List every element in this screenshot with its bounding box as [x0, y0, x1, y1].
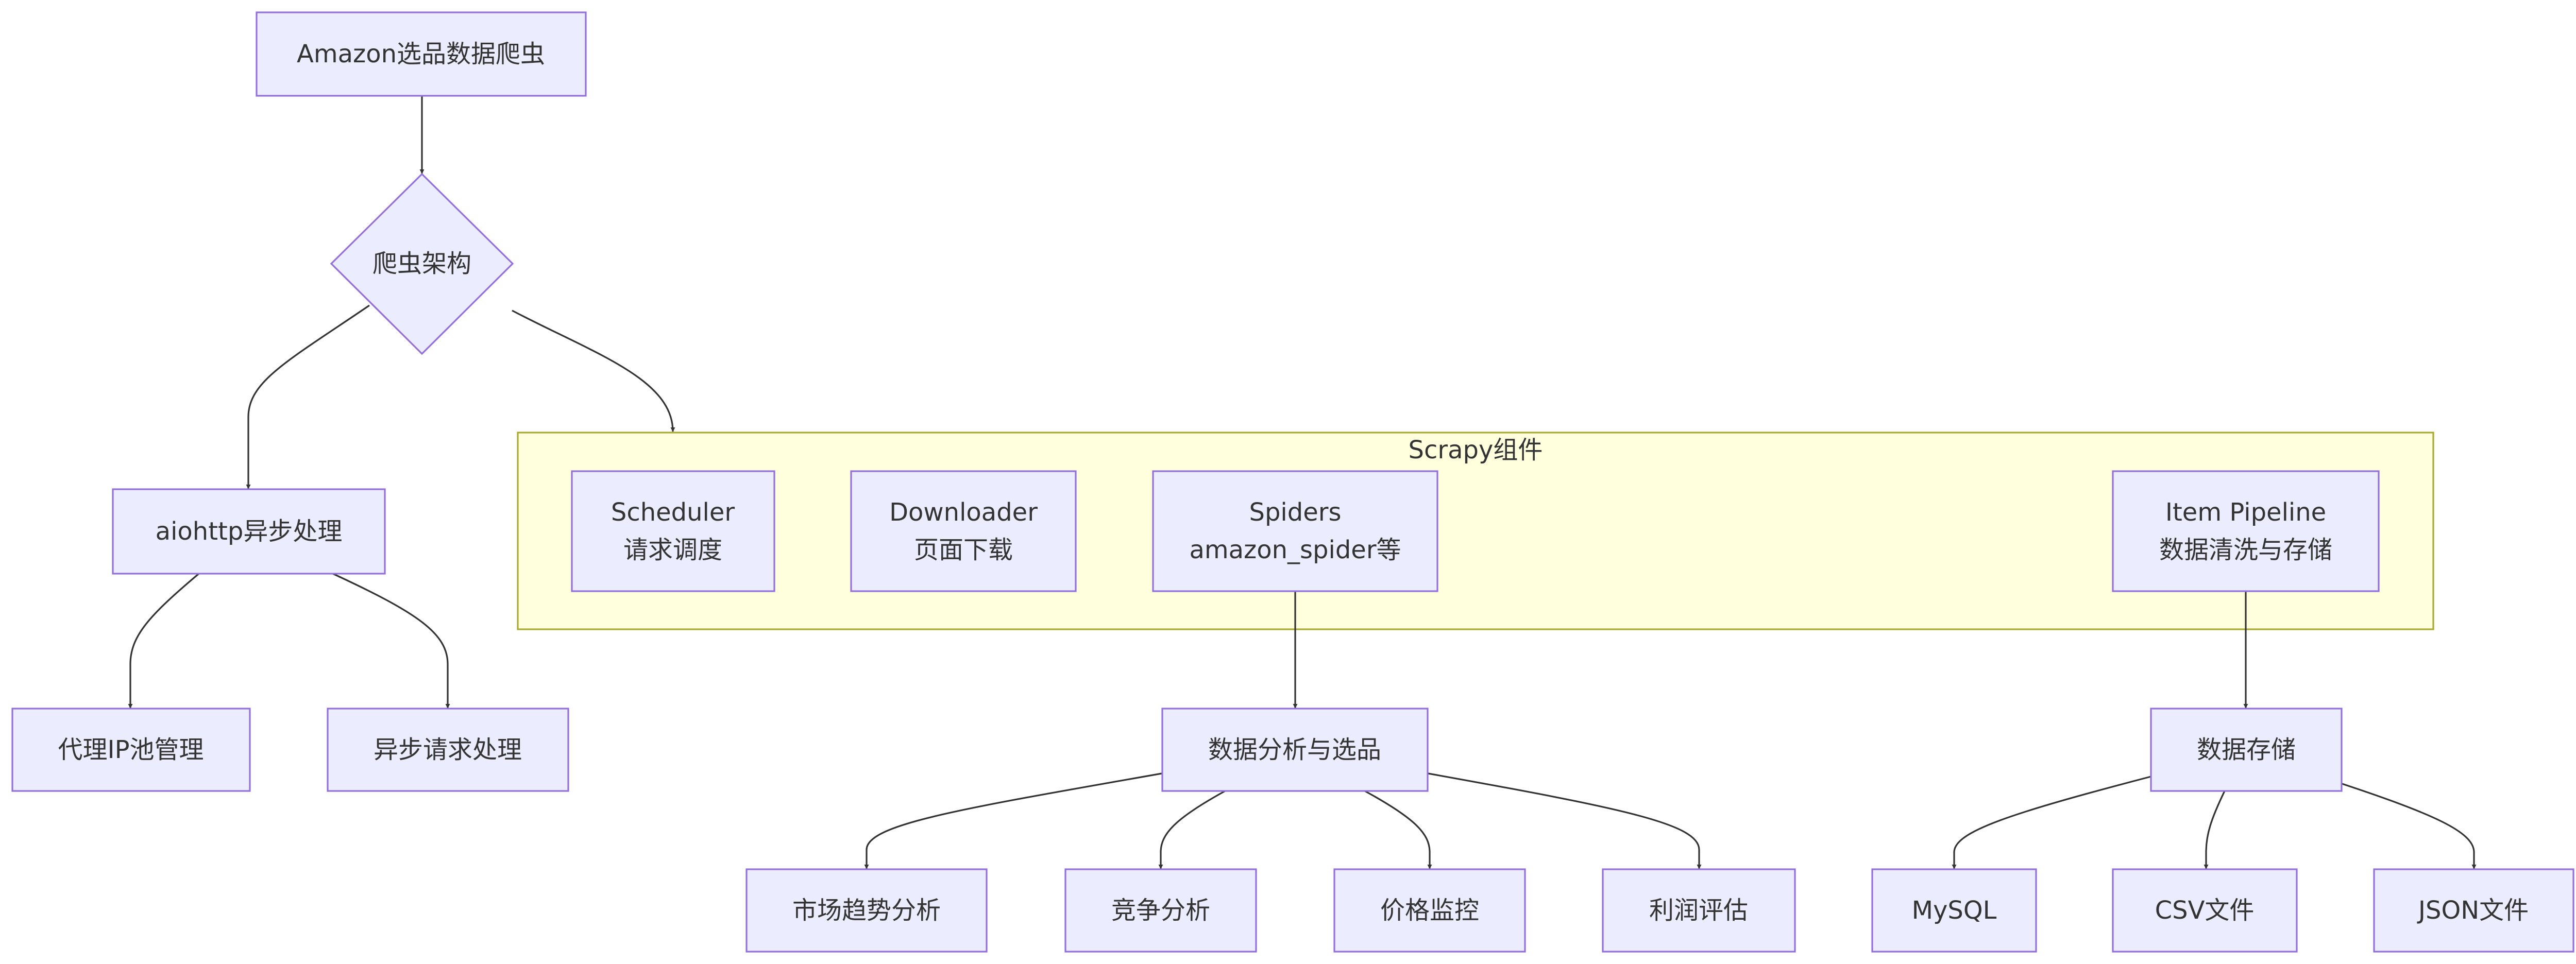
node-async-request: 异步请求处理 [327, 708, 569, 792]
node-item-pipeline-line1: Item Pipeline [2165, 498, 2326, 527]
node-profit-box [1602, 868, 1796, 953]
edge-analysis-to-competition [1158, 790, 1226, 869]
node-architecture-label: 爬虫架构 [372, 249, 471, 278]
node-root: Amazon选品数据爬虫 [256, 11, 587, 97]
node-market-trend-label: 市场趋势分析 [792, 896, 941, 925]
node-competition-box [1064, 868, 1257, 953]
node-mysql-box [1871, 868, 2037, 953]
edge-analysis-to-price [1364, 790, 1432, 869]
node-json: JSON文件 [2373, 868, 2574, 953]
edge-analysis-to-profit [1428, 772, 1702, 869]
node-scheduler-line1: Scheduler [611, 498, 735, 527]
node-scheduler-line2: 请求调度 [623, 536, 722, 564]
node-profit-label: 利润评估 [1649, 896, 1748, 925]
node-storage-box [2150, 708, 2343, 792]
edge-storage-to-json [2342, 783, 2477, 869]
node-price-monitor-label: 价格监控 [1380, 896, 1479, 925]
cluster-scrapy-label: Scrapy组件 [1409, 436, 1543, 464]
edge-aiohttp-to-async [332, 573, 450, 709]
node-market-trend: 市场趋势分析 [745, 868, 988, 953]
node-csv-box [2112, 868, 2298, 953]
edges [128, 96, 2477, 869]
edge-storage-to-mysql [1952, 776, 2151, 869]
edge-architecture-to-scrapy [512, 309, 675, 432]
node-profit: 利润评估 [1602, 868, 1796, 953]
node-proxy-label: 代理IP池管理 [58, 735, 204, 764]
edge-analysis-to-market [864, 772, 1162, 869]
node-item-pipeline-line2: 数据清洗与存储 [2159, 536, 2332, 564]
node-async-request-box [327, 708, 569, 792]
node-downloader-box [850, 470, 1077, 592]
node-async-request-label: 异步请求处理 [374, 735, 522, 764]
node-downloader-line1: Downloader [889, 498, 1038, 527]
node-item-pipeline-box [2112, 470, 2380, 592]
node-spiders: Spiders amazon_spider等 [1152, 470, 1438, 592]
node-aiohttp-label: aiohttp异步处理 [156, 517, 343, 546]
node-json-label: JSON文件 [2417, 896, 2529, 925]
node-storage: 数据存储 [2150, 708, 2343, 792]
node-analysis: 数据分析与选品 [1161, 708, 1429, 792]
node-proxy: 代理IP池管理 [11, 708, 251, 792]
nodes: Amazon选品数据爬虫 爬虫架构 aiohttp异步处理 代理IP池管理 异步… [11, 11, 2574, 953]
node-downloader: Downloader 页面下载 [850, 470, 1077, 592]
node-competition: 竞争分析 [1064, 868, 1257, 953]
node-root-box [256, 11, 587, 97]
node-spiders-box [1152, 470, 1438, 592]
node-analysis-box [1161, 708, 1429, 792]
node-aiohttp: aiohttp异步处理 [112, 488, 386, 575]
node-storage-label: 数据存储 [2197, 735, 2296, 764]
node-spiders-line2: amazon_spider等 [1189, 536, 1401, 564]
node-architecture-diamond [330, 173, 514, 355]
node-market-trend-box [745, 868, 988, 953]
node-root-label: Amazon选品数据爬虫 [297, 40, 545, 68]
node-architecture: 爬虫架构 [330, 173, 514, 355]
node-csv-label: CSV文件 [2155, 896, 2255, 925]
node-scheduler: Scheduler 请求调度 [571, 470, 775, 592]
node-item-pipeline: Item Pipeline 数据清洗与存储 [2112, 470, 2380, 592]
node-mysql-label: MySQL [1912, 896, 1997, 925]
edge-storage-to-csv [2204, 790, 2226, 869]
node-json-box [2373, 868, 2574, 953]
node-csv: CSV文件 [2112, 868, 2298, 953]
node-price-monitor-box [1333, 868, 1526, 953]
edge-architecture-to-aiohttp [246, 304, 370, 489]
edge-aiohttp-to-proxy [128, 573, 200, 709]
node-price-monitor: 价格监控 [1333, 868, 1526, 953]
node-competition-label: 竞争分析 [1111, 896, 1210, 925]
node-aiohttp-box [112, 488, 386, 575]
node-downloader-line2: 页面下载 [914, 536, 1013, 564]
node-proxy-box [11, 708, 251, 792]
node-spiders-line1: Spiders [1249, 498, 1341, 527]
node-mysql: MySQL [1871, 868, 2037, 953]
node-analysis-label: 数据分析与选品 [1208, 735, 1381, 764]
node-scheduler-box [571, 470, 775, 592]
